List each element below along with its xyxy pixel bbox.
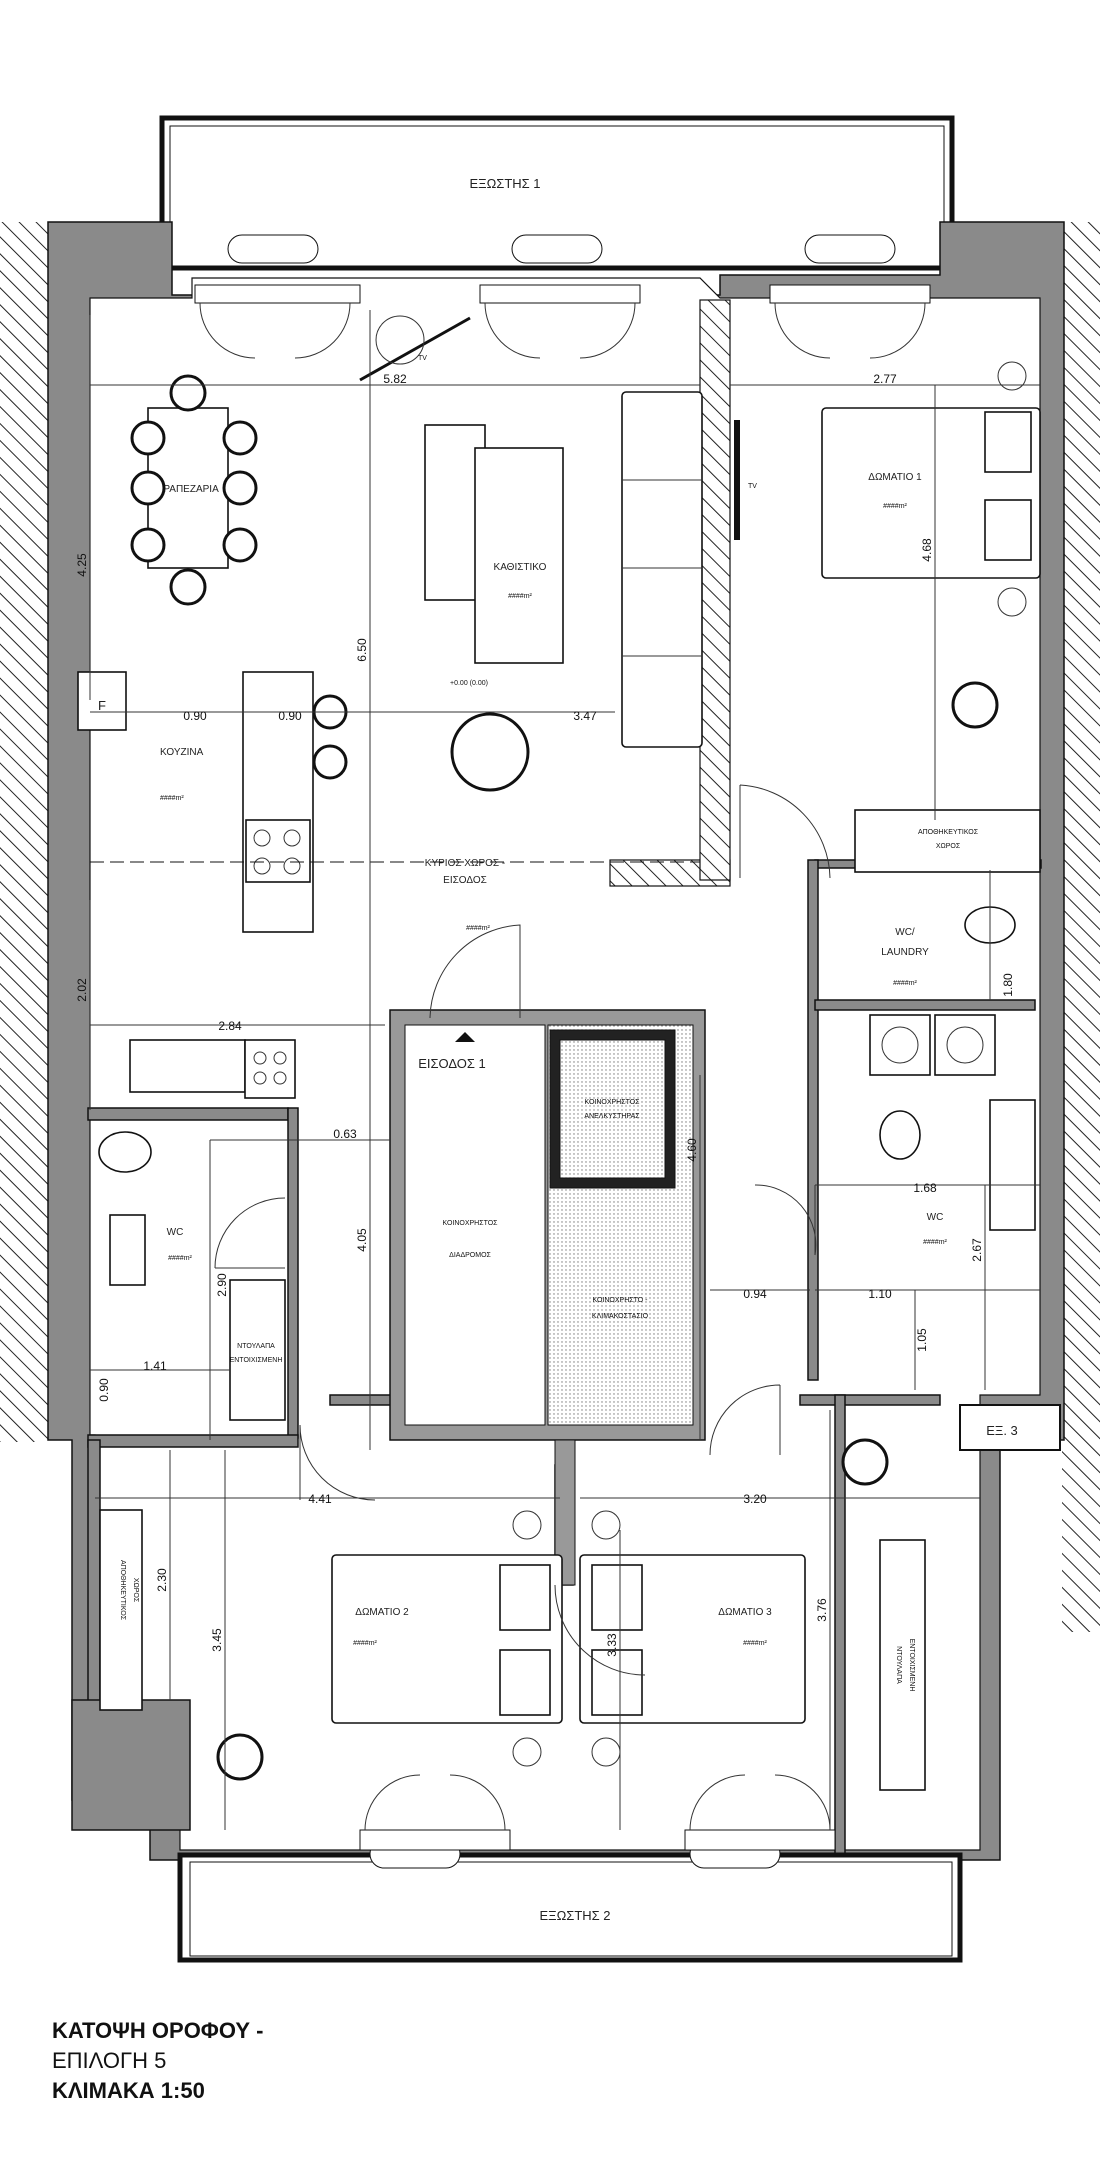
dim-320: 3.20 [743,1492,767,1506]
dim-345: 3.45 [210,1628,224,1652]
dim-468: 4.68 [920,538,934,562]
level-label: +0.00 (0.00) [450,680,488,687]
main-space-area: ####m² [466,925,490,932]
balcony-3-label: ΕΞ. 3 [986,1423,1018,1438]
exterior-hatch-right [1062,222,1100,1632]
dining-table: ΤΡΑΠΕΖΑΡΙΑ [130,374,258,606]
dim-441: 4.41 [308,1492,332,1506]
wc-left-area: ####m² [168,1255,192,1262]
elevator-label-1: ΚΟΙΝΟΧΡΗΣΤΟΣ [585,1099,641,1106]
wc-left: WC ####m² ΝΤΟΥΛΑΠΑ ΕΝΤΟΙΧΙΣΜΕΝΗ [98,1131,286,1421]
dim-284: 2.84 [218,1019,242,1033]
caption-option: ΕΠΙΛΟΓΗ 5 [52,2048,167,2073]
dim-090c: 0.90 [97,1378,111,1402]
dim-094: 0.94 [743,1287,767,1301]
dimension-labels: 5.82 2.77 4.25 6.50 4.68 0.90 0.90 3.47 … [75,372,1015,1657]
dim-333: 3.33 [605,1633,619,1657]
dim-267: 2.67 [970,1238,984,1262]
stair-label-1: ΚΟΙΝΟΧΡΗΣΤΟ - [593,1297,649,1304]
window-tags-top [227,234,896,1869]
kitchen-area: ####m² [160,795,184,802]
kitchen: F ΚΟΥΖΙΝΑ ####m² [77,671,348,1099]
balcony-3: ΕΞ. 3 [959,1404,1061,1451]
bedroom-1-area: ####m² [883,503,907,510]
caption-title: ΚΑΤΟΨΗ ΟΡΟΦΟΥ - [52,2018,264,2043]
laundry: WC/ LAUNDRY ####m² [814,906,1036,1076]
dim-168: 1.68 [913,1181,937,1195]
wc-right: WC ####m² [879,1099,1036,1246]
living-label: ΚΑΘΙΣΤΙΚΟ [494,562,547,573]
tv-label-right: TV [748,483,757,490]
windows-top [194,284,931,359]
laundry-label-2: LAUNDRY [881,947,929,958]
closet-left-2: ΕΝΤΟΙΧΙΣΜΕΝΗ [230,1357,283,1364]
wc-right-area: ####m² [923,1239,947,1246]
dim-582: 5.82 [383,372,407,386]
dim-347: 3.47 [573,709,597,723]
dim-425: 4.25 [75,553,89,577]
stair-label-2: ΚΛΙΜΑΚΟΣΤΑΣΙΟ [592,1313,649,1320]
elevator-label-2: ΑΝΕΛΚΥΣΤΗΡΑΣ [584,1113,640,1120]
main-space: ΚΥΡΙΟΣ ΧΩΡΟΣ - ΕΙΣΟΔΟΣ ####m² [90,858,700,932]
wc-right-label: WC [927,1212,944,1223]
dim-090b: 0.90 [278,709,302,723]
bedroom-2: ΔΩΜΑΤΙΟ 2 ####m² ΑΠΟΘΗΚΕΥΤΙΚΟΣ ΧΩΡΟΣ [99,1509,563,1781]
dim-090a: 0.90 [183,709,207,723]
bedroom-1-label: ΔΩΜΑΤΙΟ 1 [868,472,922,483]
dim-376: 3.76 [815,1598,829,1622]
dim-230: 2.30 [155,1568,169,1592]
living-area: ####m² [508,593,532,600]
dim-141: 1.41 [143,1359,167,1373]
fridge-label: F [98,698,106,713]
bottom-left-wall [71,1699,191,1831]
windows-bottom [359,1774,836,1851]
balcony-1-label: ΕΞΩΣΤΗΣ 1 [469,176,540,191]
building-core: ΚΟΙΝΟΧΡΗΣΤΟΣ ΑΝΕΛΚΥΣΤΗΡΑΣ ΕΙΣΟΔΟΣ 1 ΚΟΙΝ… [389,1009,706,1586]
bedroom-3-area: ####m² [743,1640,767,1647]
dim-460: 4.60 [685,1138,699,1162]
dim-180: 1.80 [1001,973,1015,997]
main-space-label-1: ΚΥΡΙΟΣ ΧΩΡΟΣ - [425,858,505,869]
kitchen-label: ΚΟΥΖΙΝΑ [160,747,204,758]
dim-063: 0.63 [333,1127,357,1141]
closet-left-1: ΝΤΟΥΛΑΠΑ [237,1343,275,1350]
floor-plan: ΕΞΩΣΤΗΣ 1 ΕΞΩΣΤΗΣ 2 ΕΞ. 3 [0,115,1100,1963]
dim-405: 4.05 [355,1228,369,1252]
caption-scale: ΚΛΙΜΑΚΑ 1:50 [52,2078,205,2103]
dim-277: 2.77 [873,372,897,386]
bedroom-1: ΔΩΜΑΤΙΟ 1 ####m² ΑΠΟΘΗΚΕΥΤΙΚΟΣ ΧΩΡΟΣ [821,361,1041,873]
bedroom-3: ΔΩΜΑΤΙΟ 3 ####m² ΝΤΟΥΛΑΠΑ ΕΝΤΟΙΧΙΣΜΕΝΗ [579,1438,926,1791]
corridor-label-1: ΚΟΙΝΟΧΡΗΣΤΟΣ [443,1220,499,1227]
storage-left-label-2: ΧΩΡΟΣ [132,1578,139,1603]
balcony-2-label: ΕΞΩΣΤΗΣ 2 [539,1908,610,1923]
tv-label-left: TV [418,355,427,362]
bedroom-2-label: ΔΩΜΑΤΙΟ 2 [355,1607,409,1618]
dimension-lines [89,310,1040,1830]
dim-202: 2.02 [75,978,89,1002]
bedroom-2-area: ####m² [353,1640,377,1647]
dim-110: 1.10 [868,1287,892,1301]
dim-105: 1.05 [915,1328,929,1352]
closet-right-2: ΕΝΤΟΙΧΙΣΜΕΝΗ [908,1639,915,1692]
dim-290: 2.90 [215,1273,229,1297]
balcony-2: ΕΞΩΣΤΗΣ 2 [177,1852,963,1963]
living-room: ΚΑΘΙΣΤΙΚΟ ####m² TV TV +0.00 (0.00) [359,315,757,792]
closet-right-1: ΝΤΟΥΛΑΠΑ [895,1646,902,1684]
storage-left-label-1: ΑΠΟΘΗΚΕΥΤΙΚΟΣ [119,1560,126,1621]
dining-label: ΤΡΑΠΕΖΑΡΙΑ [157,484,219,495]
laundry-label-1: WC/ [895,927,915,938]
laundry-area: ####m² [893,980,917,987]
drawing-caption: ΚΑΤΟΨΗ ΟΡΟΦΟΥ - ΕΠΙΛΟΓΗ 5 ΚΛΙΜΑΚΑ 1:50 [52,2016,552,2106]
main-space-label-2: ΕΙΣΟΔΟΣ [443,875,487,886]
doors [214,784,831,1676]
corridor-label-2: ΔΙΑΔΡΟΜΟΣ [449,1252,491,1259]
entrance-label: ΕΙΣΟΔΟΣ 1 [418,1056,486,1071]
bedroom-3-label: ΔΩΜΑΤΙΟ 3 [718,1607,772,1618]
dim-650: 6.50 [355,638,369,662]
storage-1-label-1: ΑΠΟΘΗΚΕΥΤΙΚΟΣ [918,829,979,836]
wc-left-label: WC [167,1227,184,1238]
exterior-hatch-left [0,222,48,1442]
storage-1-label-2: ΧΩΡΟΣ [936,843,961,850]
